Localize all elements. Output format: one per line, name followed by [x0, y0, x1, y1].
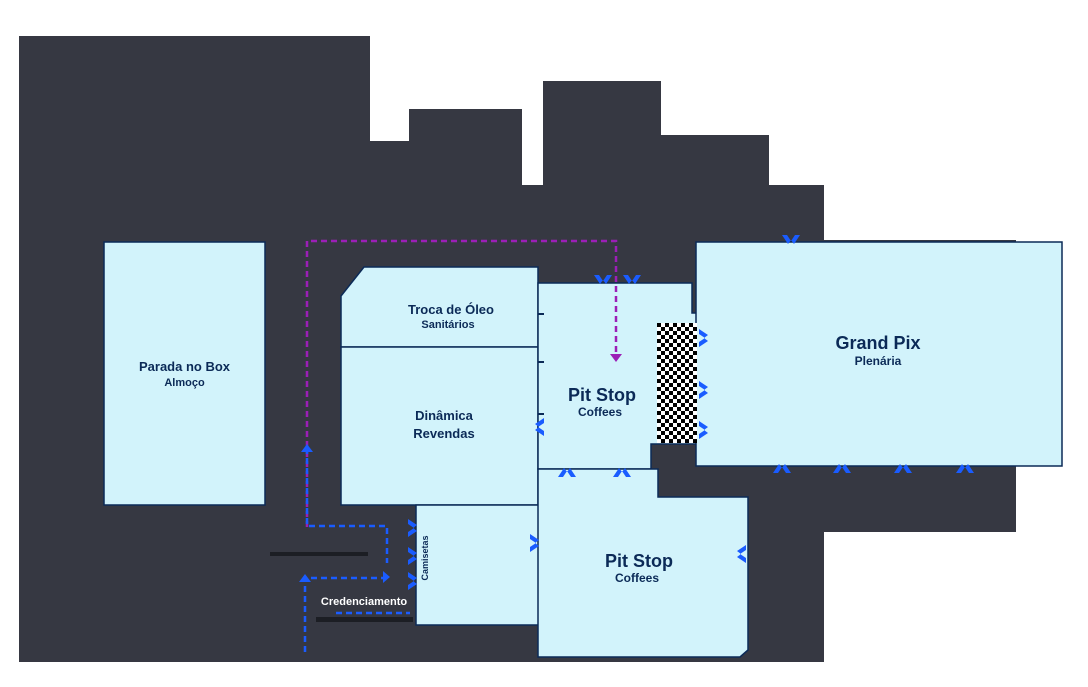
checkered-flag-icon: [657, 323, 697, 443]
room-parada-no-box[interactable]: Parada no Box Almoço: [103, 241, 266, 506]
door-marker-icon: [699, 421, 708, 439]
room-title: Parada no Box: [139, 359, 231, 374]
room-subtitle: Sanitários: [421, 319, 474, 331]
route-arrow-icon: [610, 354, 622, 362]
room-title: Troca de Óleo: [408, 302, 494, 317]
door-marker-icon: [894, 464, 912, 473]
door-marker-icon: [594, 275, 612, 284]
credenciamento-label: Credenciamento: [321, 596, 407, 608]
route-arrow-icon: [301, 444, 313, 452]
room-title: Camisetas: [420, 535, 430, 580]
credenciamento-area[interactable]: Credenciamento: [270, 552, 413, 622]
room-subtitle: Coffees: [615, 571, 659, 585]
room-pit-stop-2[interactable]: Pit Stop Coffees: [537, 468, 749, 658]
route-arrow-icon: [299, 574, 311, 582]
route-arrow-icon: [383, 571, 390, 583]
room-title: Dinâmica: [415, 408, 474, 423]
room-subtitle: Almoço: [164, 377, 205, 389]
door-marker-icon: [699, 329, 708, 347]
door-marker-icon: [613, 468, 631, 477]
route-arrow-icons: [299, 444, 390, 583]
door-marker-icon: [833, 464, 851, 473]
door-marker-icon: [558, 468, 576, 477]
room-subtitle: Plenária: [855, 354, 902, 368]
room-title: Grand Pix: [835, 333, 920, 353]
door-marker-icon: [956, 464, 974, 473]
room-subtitle: Revendas: [413, 426, 474, 441]
door-markers: [408, 235, 974, 590]
door-marker-icon: [623, 275, 641, 284]
door-marker-icon: [782, 235, 800, 244]
room-title: Pit Stop: [568, 385, 636, 405]
door-marker-icon: [408, 547, 417, 565]
room-grand-pix[interactable]: Grand Pix Plenária: [695, 241, 1063, 467]
door-marker-icon: [773, 464, 791, 473]
door-marker-icon: [408, 572, 417, 590]
door-marker-icon: [737, 545, 746, 563]
wall-ticks: [538, 313, 544, 415]
door-marker-icon: [408, 519, 417, 537]
room-camisetas[interactable]: Camisetas: [415, 504, 541, 626]
room-title: Pit Stop: [605, 551, 673, 571]
room-subtitle: Coffees: [578, 405, 622, 419]
door-marker-icon: [699, 381, 708, 399]
route-purple: [305, 239, 618, 527]
room-dinamica[interactable]: Dinâmica Revendas: [340, 346, 539, 506]
door-marker-icon: [535, 418, 544, 436]
door-marker-icon: [530, 534, 539, 552]
room-troca-de-oleo[interactable]: Troca de Óleo Sanitários: [340, 266, 539, 348]
